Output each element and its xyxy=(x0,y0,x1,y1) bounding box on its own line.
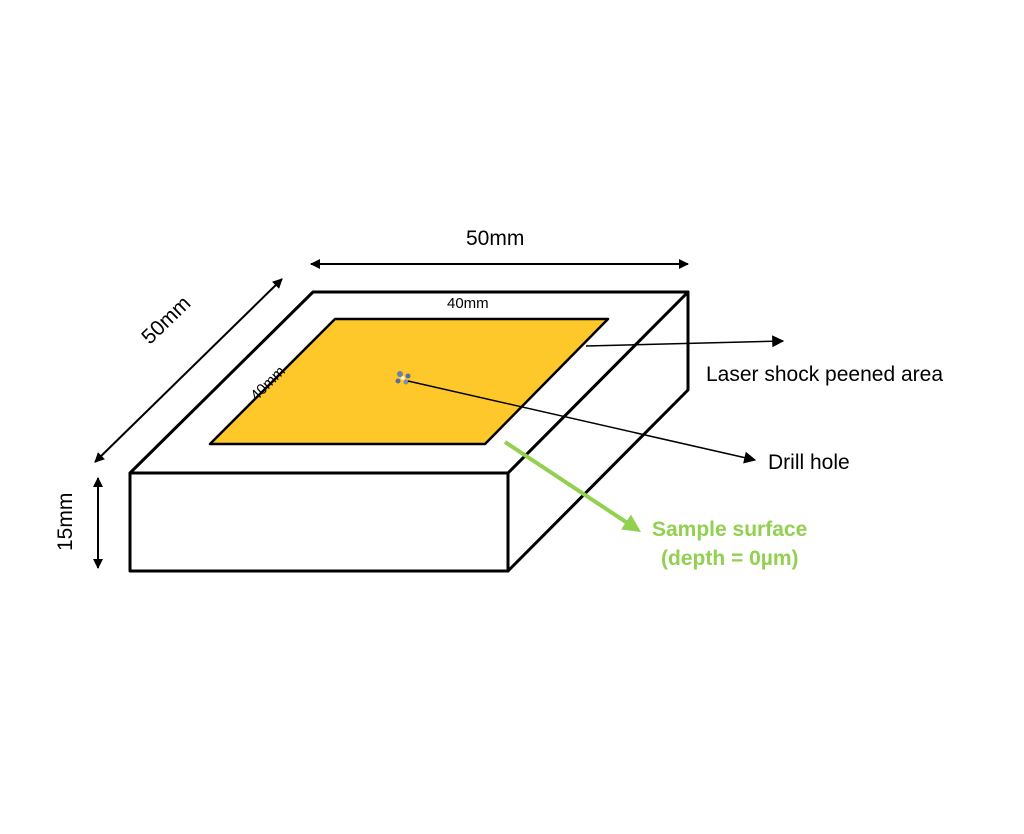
sample-surface-label: Sample surface xyxy=(652,518,808,541)
peened-width-label: 40mm xyxy=(447,295,489,312)
sample-surface-depth-label: (depth = 0µm) xyxy=(661,547,799,570)
height-dimension-label: 15mm xyxy=(54,492,77,551)
block-front-face xyxy=(128,471,510,573)
peened-area-leader xyxy=(585,335,785,348)
sample-surface-arrow xyxy=(503,440,642,532)
depth-dimension-arrow xyxy=(94,278,283,463)
drill-hole-label: Drill hole xyxy=(768,451,850,474)
width-dimension-label: 50mm xyxy=(466,227,525,250)
peened-area-label: Laser shock peened area xyxy=(706,363,943,386)
drill-hole-leader xyxy=(407,380,757,464)
drill-hole-marker xyxy=(395,371,411,385)
